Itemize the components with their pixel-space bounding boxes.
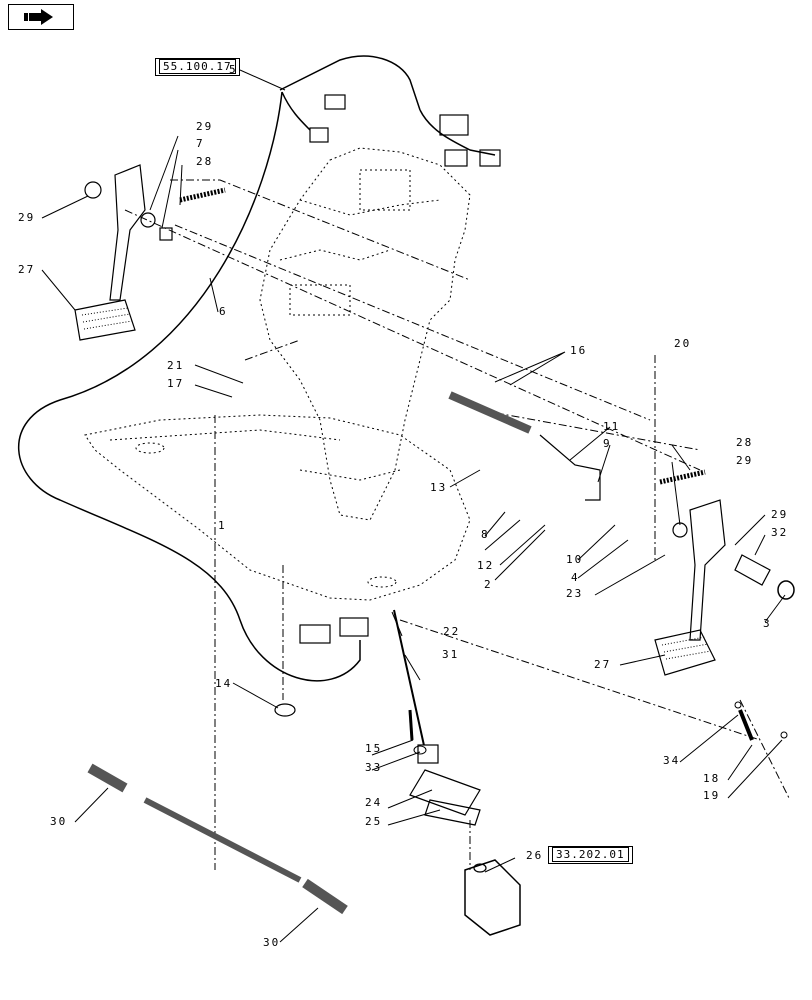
callout-2: 2 xyxy=(484,578,493,591)
callout-17: 17 xyxy=(167,377,185,390)
reference-box-55-100-17[interactable]: 55.100.17 xyxy=(155,58,240,76)
callout-10: 10 xyxy=(566,553,584,566)
callout-15: 15 xyxy=(365,742,383,755)
callout-13: 13 xyxy=(430,481,448,494)
arrow-right-icon xyxy=(24,9,53,25)
callout-23: 23 xyxy=(566,587,584,600)
nav-button[interactable] xyxy=(8,4,74,30)
callout-28-right: 28 xyxy=(736,436,754,449)
rod-30-upper xyxy=(87,763,128,793)
callout-19: 19 xyxy=(703,789,721,802)
callout-34: 34 xyxy=(663,754,681,767)
callout-21: 21 xyxy=(167,359,185,372)
spring-left xyxy=(179,187,226,203)
reference-label: 55.100.17 xyxy=(159,59,236,74)
control-rod xyxy=(393,609,426,751)
callout-27-left: 27 xyxy=(18,263,36,276)
callout-32: 32 xyxy=(771,526,789,539)
callout-28-left: 28 xyxy=(196,155,214,168)
shaft xyxy=(448,391,532,434)
callout-29-b: 29 xyxy=(18,211,36,224)
callout-4: 4 xyxy=(571,571,580,584)
callout-24: 24 xyxy=(365,796,383,809)
cable-loop xyxy=(18,91,361,682)
left-pedal-pad xyxy=(74,299,136,341)
callout-8: 8 xyxy=(481,528,490,541)
floor-plate xyxy=(84,414,471,601)
callout-11: 11 xyxy=(603,420,621,433)
callout-6: 6 xyxy=(219,305,228,318)
callout-33: 33 xyxy=(365,761,383,774)
reference-box-33-202-01[interactable]: 33.202.01 xyxy=(548,846,633,864)
callout-7: 7 xyxy=(196,137,205,150)
bushing xyxy=(734,554,771,586)
callout-30-upper: 30 xyxy=(50,815,68,828)
console-tower xyxy=(259,147,471,521)
callout-25: 25 xyxy=(365,815,383,828)
callout-31: 31 xyxy=(442,648,460,661)
callout-9: 9 xyxy=(603,437,612,450)
callout-16: 16 xyxy=(570,344,588,357)
left-pedal-arm xyxy=(109,164,146,301)
callout-29-c: 29 xyxy=(736,454,754,467)
callout-12: 12 xyxy=(477,559,495,572)
reference-label: 33.202.01 xyxy=(552,847,629,862)
callout-26: 26 xyxy=(526,849,544,862)
callout-29-d: 29 xyxy=(771,508,789,521)
callout-1: 1 xyxy=(218,519,227,532)
callout-5: 5 xyxy=(229,63,238,76)
rod-30-lower xyxy=(302,878,348,915)
callout-14: 14 xyxy=(215,677,233,690)
callout-29-a: 29 xyxy=(196,120,214,133)
wire-harness xyxy=(279,55,421,111)
callout-22: 22 xyxy=(443,625,461,638)
right-pedal-pad xyxy=(654,629,716,676)
callout-20: 20 xyxy=(674,337,692,350)
callout-3: 3 xyxy=(763,617,772,630)
callout-30-lower: 30 xyxy=(263,936,281,949)
callout-27-right: 27 xyxy=(594,658,612,671)
valve-body xyxy=(464,859,521,936)
rod-30-long xyxy=(143,797,302,883)
callout-18: 18 xyxy=(703,772,721,785)
spring-right xyxy=(659,469,706,485)
right-pedal-arm xyxy=(689,499,726,641)
